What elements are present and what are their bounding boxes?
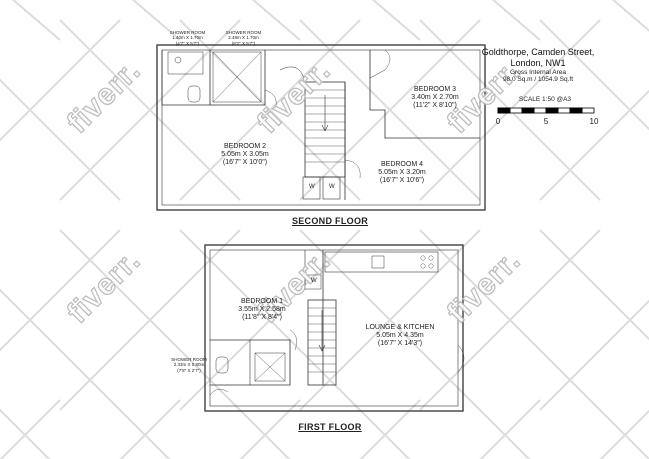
- lounge-kitchen-label: LOUNGE & KITCHEN 5.05m X 4.35m (16'7" X …: [365, 324, 435, 348]
- first-floor-shower-label: SHOWER ROOM 2.33m X 0.80m (7'8" X 2'7"): [171, 357, 207, 373]
- area-value: 98.0 Sq.m / 1054.9 Sq.ft: [502, 76, 574, 84]
- shower-room-1-label: SHOWER ROOM 1.40m X 1.70m (4'7" X 5'7"): [169, 30, 206, 46]
- property-address: Goldthorpe, Camden Street, London, NW1: [481, 47, 595, 68]
- title-block: Goldthorpe, Camden Street, London, NW1 G…: [478, 47, 598, 84]
- bedroom-2-label: BEDROOM 2 5.05m X 3.05m (16'7" X 10'0"): [221, 143, 269, 167]
- bedroom-1-label: BEDROOM 1 3.55m X 2.58m (11'8" X 8'4"): [238, 298, 286, 322]
- second-floor-plan: [156, 44, 486, 211]
- wardrobe-label: W: [311, 278, 317, 284]
- scale-tick-0: 0: [495, 117, 501, 126]
- bedroom-4-label: BEDROOM 4 5.05m X 3.20m (16'7" X 10'6"): [378, 161, 426, 185]
- scale-tick-5: 5: [543, 117, 549, 126]
- scale-label: SCALE 1:50 @A3: [518, 96, 572, 103]
- scale-tick-10: 10: [589, 117, 599, 126]
- area-label: Gross Internal Area: [510, 68, 566, 76]
- shower-room-2-label: SHOWER ROOM 2.48m X 1.70m (8'2" X 5'7"): [225, 30, 262, 46]
- wardrobe-label: W: [329, 184, 335, 190]
- wardrobe-label: W: [309, 184, 315, 190]
- first-floor-heading: FIRST FLOOR: [298, 422, 362, 432]
- second-floor-heading: SECOND FLOOR: [291, 216, 369, 226]
- first-floor-plan: [204, 244, 465, 412]
- scale-bar: [497, 107, 595, 114]
- bedroom-3-label: BEDROOM 3 3.40m X 2.70m (11'2" X 8'10"): [411, 86, 459, 110]
